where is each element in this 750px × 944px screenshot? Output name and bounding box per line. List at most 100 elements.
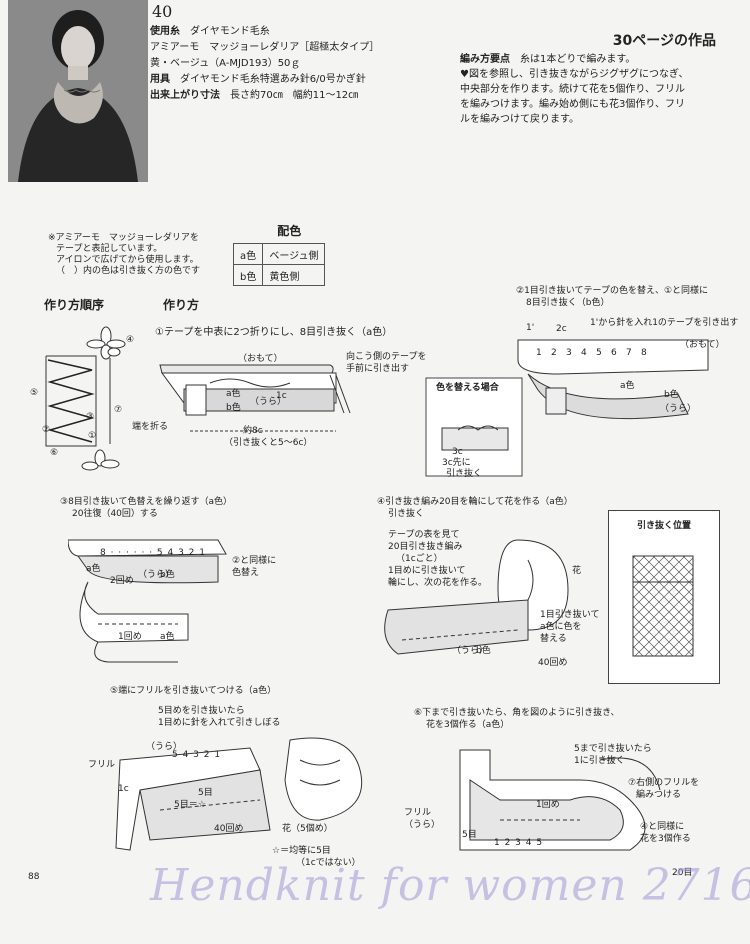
step1-far-tape: 向こう側のテープを [346,352,427,362]
step2-a: a色 [620,381,635,391]
instructions-block: 編み方要点 糸は1本どりで編みます。 ♥図を参照し、引き抜きながらジグザグにつな… [460,52,688,127]
step4-sub5: 1目めに引き抜いて [388,566,466,576]
step2-num: 4 [581,348,587,358]
method-title: 作り方 [163,298,200,312]
step1-omote: （おもて） [238,354,283,364]
step5-star3: （1cではない） [296,858,361,868]
step4-note3: 替える [540,634,567,644]
change-color-note2: 引き抜く [446,469,483,479]
step6-note1: 5まで引き抜いたら [574,744,652,754]
step4-note2: a色に色を [540,622,582,632]
step3-caption2: 20往復（40回）する [72,509,158,519]
table-row: b色黄色側 [232,264,326,286]
step2-top: 1' [526,323,535,333]
step2-num: 8 [641,348,647,358]
color-table-title: 配色 [277,224,302,238]
step4-flower: 花 [572,566,582,576]
yarn-label: 使用糸 [150,26,180,37]
step6-note2: 1に引き抜く [574,756,625,766]
step4-sub3: 20目引き抜き編み [388,542,463,552]
instructions-line: ♥図を参照し、引き抜きながらジグザグにつなぎ、 [460,69,689,80]
step1-far-tape2: 手前に引き出す [346,364,410,374]
color-key: a色 [232,243,264,265]
order-title: 作り方順序 [44,298,105,312]
step5-r40: 40回め [214,824,244,834]
step5-frill: フリル [88,760,116,770]
step6-frill: フリル [404,808,432,818]
step2-omote: （おもて） [680,340,725,350]
note-line: （ ）内の色は引き抜く方の色です [56,266,201,276]
step2-caption: ②1目引き抜いてテープの色を替え、①と同様に [516,286,709,296]
color-key: b色 [232,264,264,286]
change-color-box-title: 色を替える場合 [436,383,499,393]
pull-position-title: 引き抜く位置 [636,521,691,531]
step5-star2: ☆＝均等に5目 [272,846,331,856]
step4-note1: 1目引き抜いて [540,610,600,620]
change-color-note1: 3c先に [442,458,471,468]
step3-side2: 色替え [232,568,260,578]
order-label-3: ③ [86,412,95,422]
note-line: テープと表記しています。 [56,244,163,254]
yarn-line2: アミアーモ マッジョーレダリア［超極太タイプ］ [150,42,380,53]
step3-b: b色 [160,570,175,580]
step2-caption2: 8目引き抜く（b色） [526,298,610,308]
step2-num: 5 [596,348,602,358]
step2-diagram [418,320,718,480]
step6-note6: 花を3個作る [640,834,691,844]
color-value: 黄色側 [262,264,326,286]
step4-sub4: （1cごと） [396,554,443,564]
size-value: 長さ約70㎝ 幅約11～12㎝ [230,90,359,101]
order-label-1: ① [88,431,97,441]
order-label-5: ⑤ [30,388,39,398]
note-line: ※アミアーモ マッジョーレダリアを [48,233,199,243]
step5-sub2: 1目めに針を入れて引きしぼる [158,718,281,728]
pull-position-box: 引き抜く位置 [608,510,720,684]
step3-caption: ③8目引き抜いて色替えを繰り返す（a色） [60,497,233,507]
materials-block: 使用糸 ダイヤモンド毛糸 アミアーモ マッジョーレダリア［超極太タイプ］ 黄・ベ… [150,24,379,104]
step5-sub1: 5目めを引き抜いたら [158,706,245,716]
color-table: a色ベージュ側 b色黄色側 [232,243,326,286]
step5-flower5: 花（5個め） [282,824,333,834]
step5-caption: ⑤端にフリルを引き抜いてつける（a色） [110,686,277,696]
step2-num: 3 [566,348,572,358]
step5-nums: 5 4 3 2 1 [172,750,222,760]
instructions-line: ルを編みつけて戻ります。 [460,114,579,125]
step2-num: 6 [611,348,617,358]
step4-sub1: 引き抜く [388,509,425,519]
step1-length: 約8c [243,426,263,436]
step6-r1: 1回め [536,800,560,810]
tools-value: ダイヤモンド毛糸特選あみ針6/0号かぎ針 [180,74,366,85]
step2-b: b色 [664,390,679,400]
step3-r2: 2回め [110,576,134,586]
step6-ura: （うら） [404,820,441,830]
instructions-note: 糸は1本どりで編みます。 [520,54,636,65]
step1-diagram [150,345,420,465]
step2-num: 7 [626,348,632,358]
step6-nums: 1 2 3 4 5 [494,838,544,848]
step2-ura: （うら） [660,404,697,414]
instructions-title: 編み方要点 [460,54,510,65]
order-diagram [20,318,150,478]
order-label-6: ⑥ [50,448,59,458]
step6-note4: 編みつける [636,790,682,800]
step4-r40: 40回め [538,658,568,668]
step1-c: 1c [276,391,287,401]
step6-caption: ⑥下まで引き抜いたら、角を図のように引き抜き、 [414,708,620,718]
step4-sub2: テープの表を見て [388,530,460,540]
instructions-line: 中央部分を作ります。続けて花を5個作り、フリル [460,84,685,95]
order-label-2: ② [42,425,51,435]
step1-ura: （うら） [250,397,287,407]
order-label-7: ⑦ [114,405,123,415]
step6-note3: ⑦右側のフリルを [628,778,700,788]
step3-diagram [67,530,288,670]
step3-a2: a色 [160,632,175,642]
step2-2c: 2c [556,324,567,334]
size-label: 出来上がり寸法 [150,90,220,101]
change-color-3c: 3c [452,447,463,457]
note-line: アイロンで広げてから使用します。 [56,255,199,265]
step1-fold: 端を折る [132,422,169,432]
step5-ura: （うら） [146,742,183,752]
step5-star: 5目＝☆ [174,800,206,810]
step3-r1: 1回め [118,632,142,642]
step3-side: ②と同様に [232,556,277,566]
